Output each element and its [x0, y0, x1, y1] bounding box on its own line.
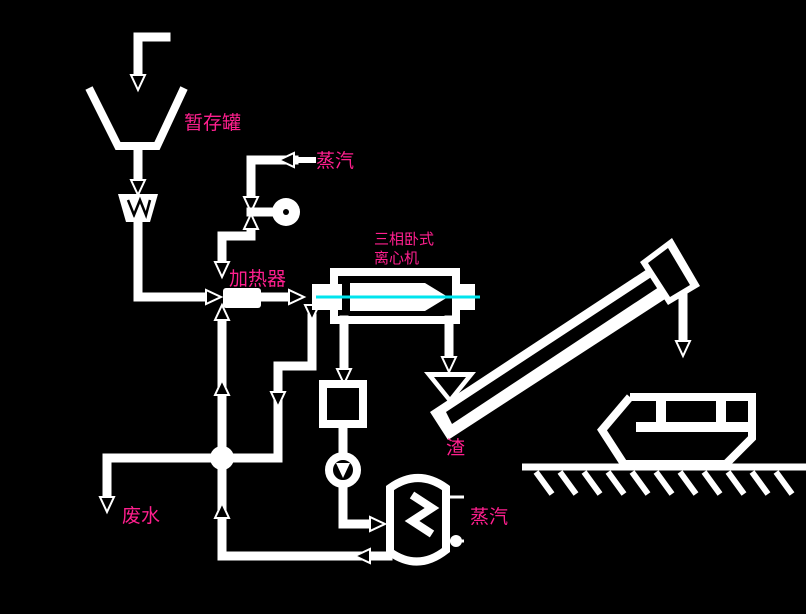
heater-inlet-arrow	[205, 288, 224, 306]
steam-bottom-label: 蒸汽	[470, 506, 508, 528]
residue-cart	[597, 393, 756, 468]
tank-outlet-arrow	[129, 179, 147, 198]
exchanger-return-arrow	[352, 547, 371, 565]
residue-label: 渣	[446, 437, 465, 459]
exchanger-inlet-arrow	[369, 515, 388, 533]
main-up-arrow-2	[213, 377, 231, 396]
steam-up-arrow	[242, 211, 260, 230]
heater-label: 加热器	[229, 268, 286, 290]
conveyor-discharge-arrow	[674, 340, 692, 359]
steam-top-pipe	[246, 155, 299, 201]
storage-tank	[85, 86, 188, 150]
centrifuge-label-line2: 离心机	[374, 249, 419, 267]
steam-to-heater-arrow	[213, 261, 231, 280]
waste-water-pipe	[102, 453, 227, 500]
steam-top-inlet-arrow	[276, 151, 295, 169]
centrifuge-label-line1: 三相卧式	[374, 230, 434, 248]
oil-collection-tank	[319, 380, 367, 428]
heater-body	[223, 288, 261, 308]
liquid-phase-pipe	[229, 313, 317, 463]
liquid-phase-arrow-2	[269, 391, 287, 410]
storage-tank-label: 暂存罐	[184, 112, 241, 134]
steam-condensate-pipe	[217, 224, 256, 265]
screw-conveyor	[430, 238, 700, 440]
ground-hatching	[522, 463, 806, 496]
waste-water-label: 废水	[122, 505, 160, 527]
centrifuge-residue-outlet-arrow	[440, 356, 458, 375]
steam-top-down-arrow	[242, 196, 260, 215]
main-up-arrow-1	[213, 302, 231, 321]
pump-to-heater-pipe	[133, 217, 211, 302]
feed-inlet-pipe	[133, 32, 171, 79]
centrifuge-inlet-arrow	[288, 288, 307, 306]
heat-exchanger	[386, 474, 464, 566]
pump-to-exchanger-pipe	[338, 481, 374, 529]
centrifuge-liquid-outlet-arrow	[335, 368, 353, 387]
main-up-arrow-3	[213, 500, 231, 519]
steam-top-label: 蒸汽	[316, 150, 354, 172]
feed-inlet-arrow	[129, 74, 147, 93]
waste-water-arrow	[98, 496, 116, 515]
